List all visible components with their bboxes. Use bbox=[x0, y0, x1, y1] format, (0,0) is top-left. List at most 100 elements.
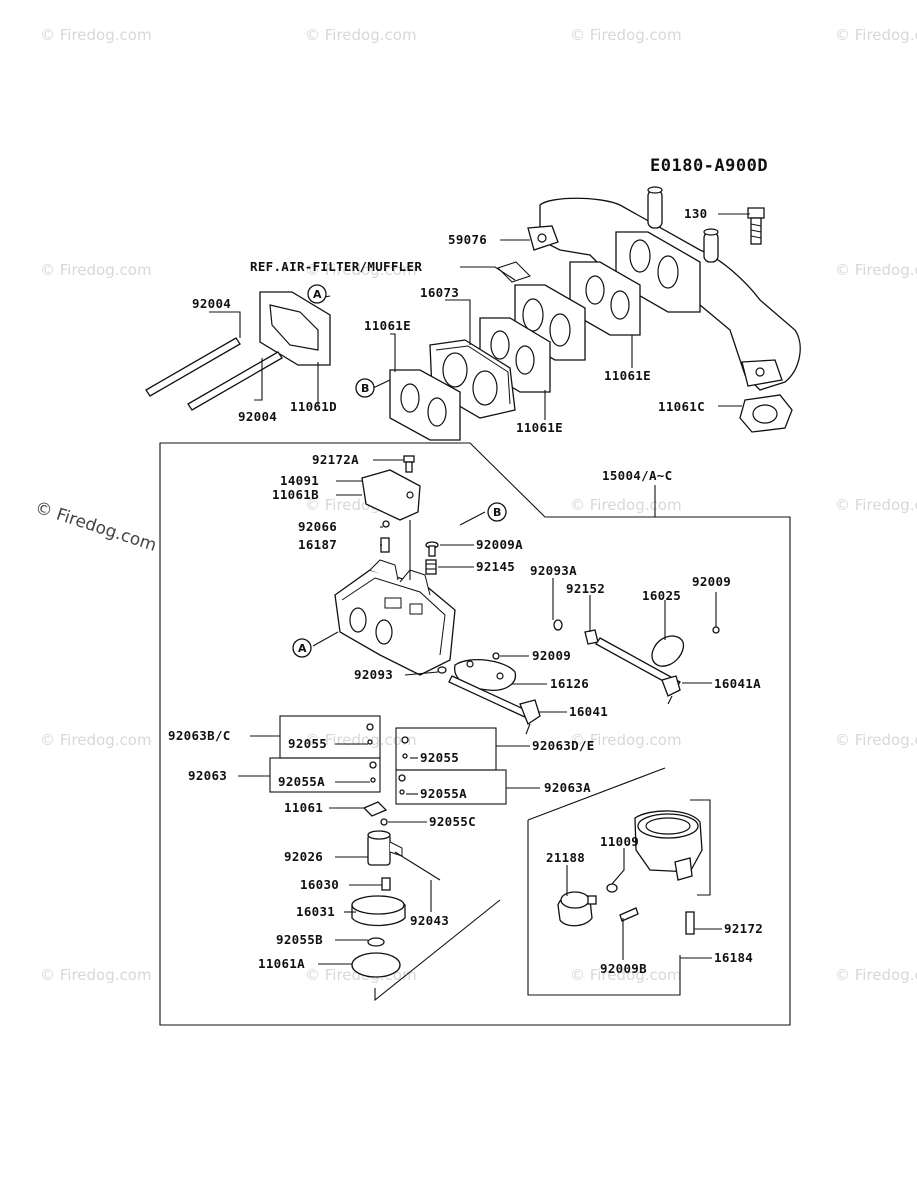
watermark: © Firedog.com bbox=[835, 731, 917, 749]
watermark: © Firedog.com bbox=[305, 731, 417, 749]
pin-92043 bbox=[394, 851, 441, 881]
label-92063: 92063 bbox=[188, 768, 227, 783]
choke-plate-16025 bbox=[651, 635, 685, 667]
washer-92093 bbox=[437, 666, 447, 674]
label-16184: 16184 bbox=[714, 950, 753, 965]
label-92055: 92055 bbox=[288, 736, 327, 751]
screw-92172 bbox=[685, 911, 695, 935]
ref-marker-a-main: A bbox=[292, 638, 312, 658]
watermark: © Firedog.com bbox=[40, 731, 152, 749]
o-ring-92066 bbox=[382, 520, 390, 528]
ref-marker-b-main: B bbox=[487, 502, 507, 522]
label-16187: 16187 bbox=[298, 537, 337, 552]
spring-92145 bbox=[425, 559, 437, 575]
label-92004: 92004 bbox=[192, 296, 231, 311]
label-11009: 11009 bbox=[600, 834, 639, 849]
watermark: © Firedog.com bbox=[570, 496, 682, 514]
bolt-130 bbox=[747, 207, 765, 245]
washer-11009 bbox=[606, 883, 618, 893]
screw-92009-throttle bbox=[492, 652, 500, 660]
label-92066: 92066 bbox=[298, 519, 337, 534]
label-15004: 15004/A~C bbox=[602, 468, 672, 483]
washer-92093a bbox=[553, 619, 563, 631]
solenoid-body-92026 bbox=[367, 830, 403, 866]
svg-text:B: B bbox=[361, 382, 369, 395]
screw-92009b bbox=[619, 907, 639, 922]
jet-16187 bbox=[380, 537, 390, 553]
watermark: © Firedog.com bbox=[305, 261, 417, 279]
gasket-11061e-lower bbox=[389, 369, 461, 441]
label-92172: 92172 bbox=[724, 921, 763, 936]
label-21188: 21188 bbox=[546, 850, 585, 865]
screw-92172a bbox=[403, 455, 415, 473]
svg-text:A: A bbox=[313, 288, 322, 301]
watermark: © Firedog.com bbox=[570, 731, 682, 749]
float-bowl-box bbox=[527, 767, 681, 996]
float-bowl-bracket bbox=[690, 799, 711, 896]
label-92009a: 92009A bbox=[476, 537, 523, 552]
label-16126: 16126 bbox=[550, 676, 589, 691]
label-16025: 16025 bbox=[642, 588, 681, 603]
float-bowl-16184 bbox=[634, 810, 703, 881]
screw-92009a bbox=[425, 541, 439, 557]
gasket-11061c bbox=[739, 394, 793, 433]
carburetor-assembly-box bbox=[159, 442, 791, 1026]
label-16041: 16041 bbox=[569, 704, 608, 719]
gasket-11061d bbox=[259, 291, 331, 366]
spring-16030 bbox=[381, 877, 391, 891]
label-92063de: 92063D/E bbox=[532, 738, 595, 753]
ref-marker-a-top: A bbox=[307, 284, 327, 304]
label-92055a: 92055A bbox=[420, 786, 467, 801]
guide-line bbox=[374, 899, 501, 1002]
watermark: © Firedog.com bbox=[40, 966, 152, 984]
label-92063a: 92063A bbox=[544, 780, 591, 795]
watermark: © Firedog.com bbox=[835, 26, 917, 44]
label-92026: 92026 bbox=[284, 849, 323, 864]
label-92043: 92043 bbox=[410, 913, 449, 928]
screw-92009 bbox=[712, 626, 720, 634]
label-11061e: 11061E bbox=[604, 368, 651, 383]
label-11061e: 11061E bbox=[516, 420, 563, 435]
float-16031 bbox=[351, 895, 406, 927]
label-11061: 11061 bbox=[284, 800, 323, 815]
throttle-shaft-16041 bbox=[448, 675, 541, 735]
label-14091: 14091 bbox=[280, 473, 319, 488]
choke-shaft-16041a bbox=[595, 637, 681, 705]
stud-92004-upper bbox=[145, 337, 241, 397]
o-ring-92055b bbox=[367, 937, 385, 947]
label-92093a: 92093A bbox=[530, 563, 577, 578]
label-92009b: 92009B bbox=[600, 961, 647, 976]
o-ring-92055c bbox=[380, 818, 388, 826]
label-92063bc: 92063B/C bbox=[168, 728, 231, 743]
watermark: © Firedog.com bbox=[570, 966, 682, 984]
label-reference: REF.AIR-FILTER/MUFFLER bbox=[250, 259, 422, 274]
solenoid-21188 bbox=[557, 891, 597, 927]
svg-text:A: A bbox=[298, 642, 307, 655]
svg-text:B: B bbox=[493, 506, 501, 519]
jet-box-92063 bbox=[269, 757, 381, 793]
label-11061a: 11061A bbox=[258, 956, 305, 971]
label-59076: 59076 bbox=[448, 232, 487, 247]
gasket-11061-small bbox=[362, 801, 388, 817]
label-16030: 16030 bbox=[300, 877, 339, 892]
label-92055a: 92055A bbox=[278, 774, 325, 789]
gasket-11061a bbox=[351, 952, 401, 978]
watermark: © Firedog.com bbox=[570, 26, 682, 44]
label-130: 130 bbox=[684, 206, 707, 221]
bracket-14091 bbox=[361, 469, 421, 521]
label-92172a: 92172A bbox=[312, 452, 359, 467]
label-11061d: 11061D bbox=[290, 399, 337, 414]
label-16041a: 16041A bbox=[714, 676, 761, 691]
collar-92152 bbox=[584, 629, 599, 645]
label-16031: 16031 bbox=[296, 904, 335, 919]
label-11061b: 11061B bbox=[272, 487, 319, 502]
label-92093: 92093 bbox=[354, 667, 393, 682]
label-92009: 92009 bbox=[532, 648, 571, 663]
label-11061c: 11061C bbox=[658, 399, 705, 414]
label-92009: 92009 bbox=[692, 574, 731, 589]
label-92055: 92055 bbox=[420, 750, 459, 765]
watermark-large: © Firedog.com bbox=[32, 498, 158, 556]
watermark: © Firedog.com bbox=[835, 261, 917, 279]
label-92152: 92152 bbox=[566, 581, 605, 596]
